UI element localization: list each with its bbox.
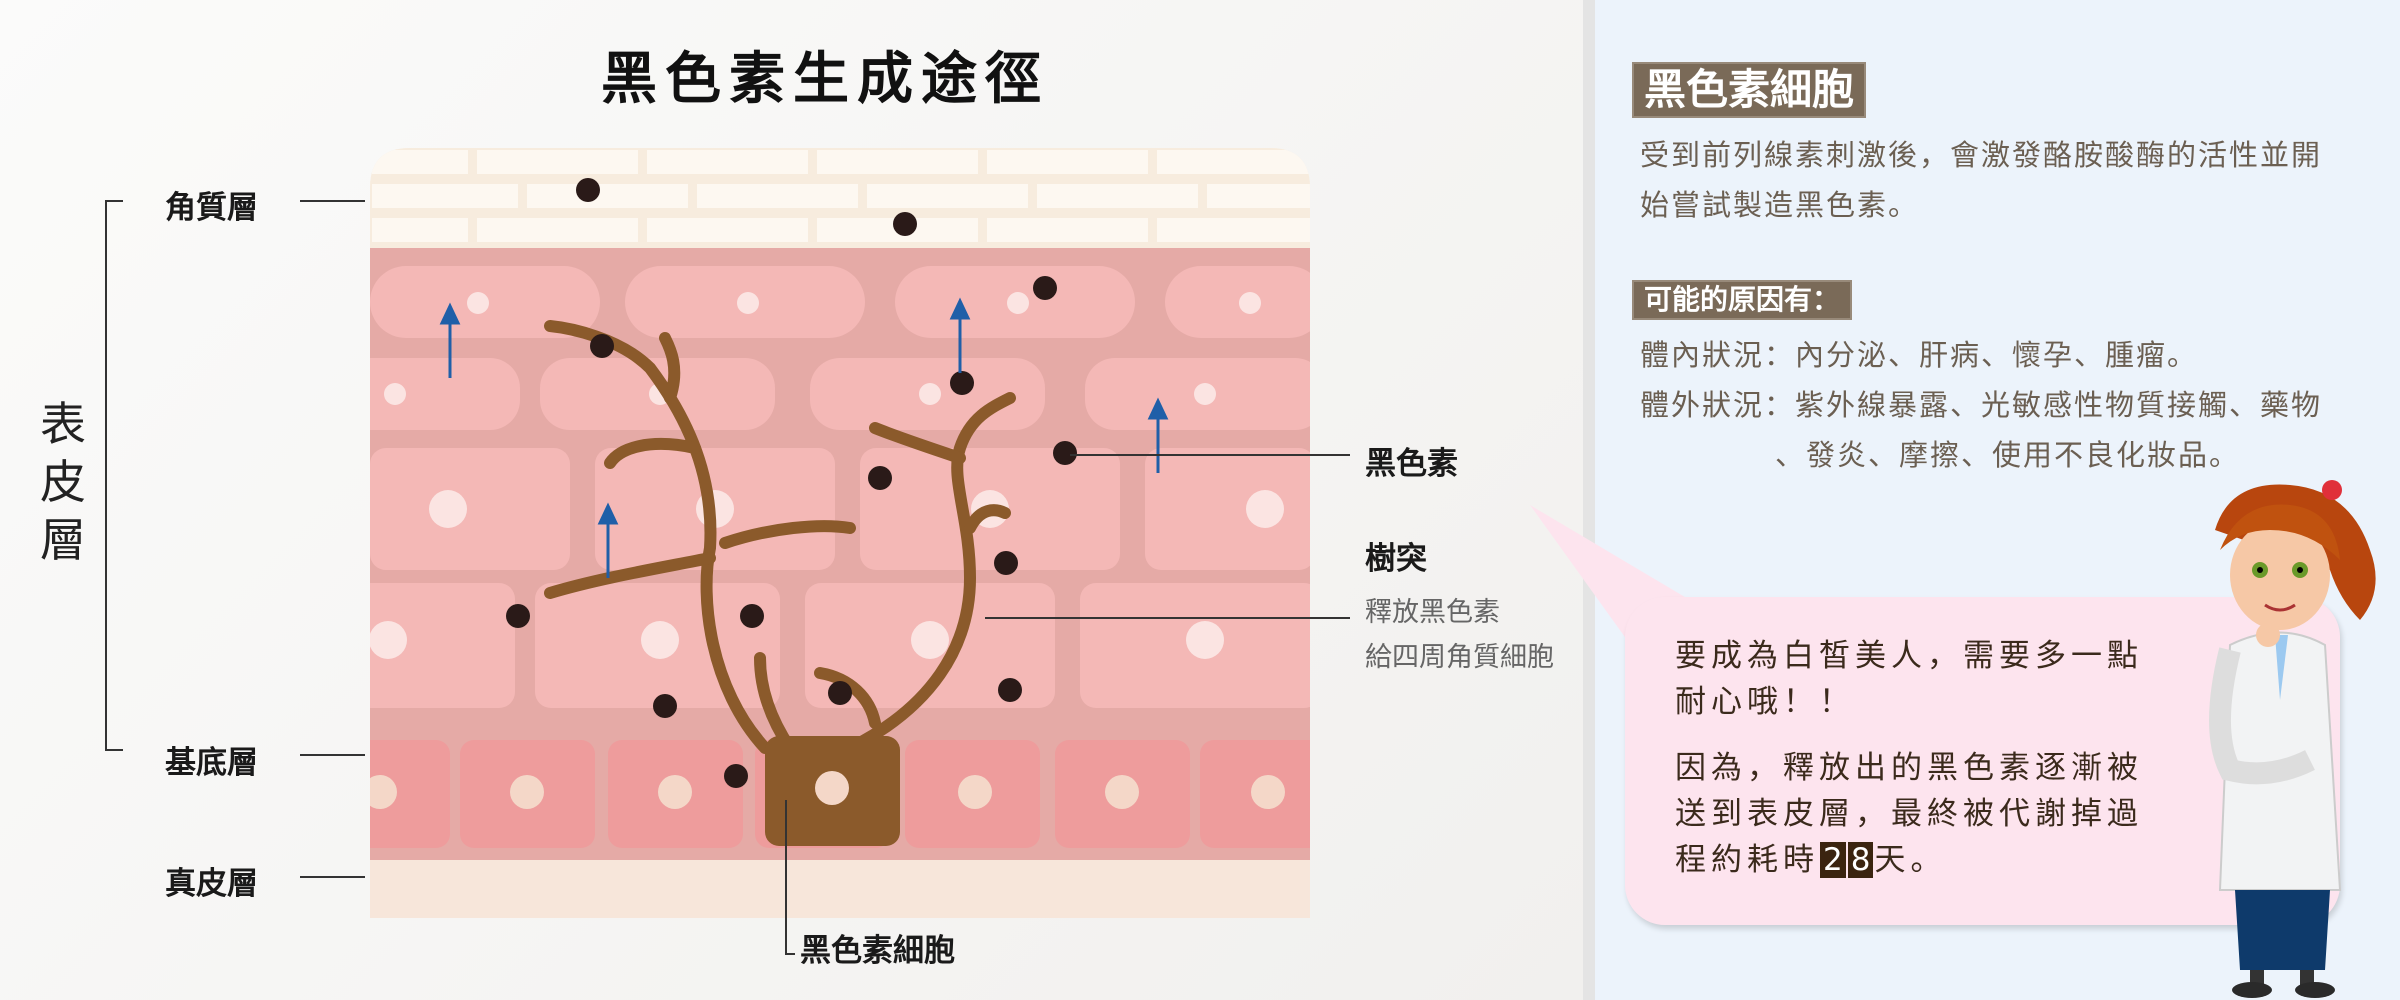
stratum-corneum-label: 角質層	[165, 190, 258, 226]
panel-description-2: 始嘗試製造黑色素。	[1640, 188, 1920, 222]
external-causes-2: 、發炎、摩擦、使用不良化妝品。	[1775, 438, 2241, 472]
skin-cross-section	[370, 148, 1310, 918]
melanin-granules	[506, 178, 1077, 788]
melanocyte-leader-h	[785, 953, 795, 955]
divider	[1583, 0, 1595, 1000]
bubble-line-3: 因為，釋放出的黑色素逐漸被	[1675, 750, 2143, 786]
epidermis-label: 表皮層	[40, 397, 86, 567]
bubble-line-5-suffix: 天。	[1874, 842, 1947, 878]
stratum-corneum-leader	[300, 200, 365, 202]
dendrite-leader	[985, 617, 1350, 619]
upward-arrows	[439, 297, 1169, 578]
panel-heading: 黑色素細胞	[1632, 62, 1867, 118]
bubble-line-4: 送到表皮層，最終被代謝掉過	[1675, 796, 2143, 832]
dendrite-desc-1: 釋放黑色素	[1365, 597, 1500, 628]
days-digit-1: 2	[1820, 842, 1846, 878]
epidermis-bracket	[105, 200, 107, 750]
dermis-leader	[300, 876, 365, 878]
bubble-line-2: 耐心哦！！	[1675, 684, 1855, 720]
melanocyte-label: 黑色素細胞	[800, 933, 955, 969]
causes-heading: 可能的原因有：	[1632, 280, 1853, 320]
days-digit-2: 8	[1847, 842, 1874, 878]
dendrite-label: 樹突	[1365, 541, 1427, 577]
diagram-title: 黑色素生成途徑	[601, 47, 1049, 112]
bracket-bottom	[105, 749, 123, 751]
melanin-label: 黑色素	[1365, 446, 1458, 482]
external-causes-1: 體外狀況：紫外線暴露、光敏感性物質接觸、藥物	[1640, 388, 2323, 422]
bubble-line-1: 要成為白皙美人，需要多一點	[1675, 638, 2143, 674]
melanin-leader	[1070, 454, 1350, 456]
basal-layer-label: 基底層	[165, 745, 258, 781]
panel-description-1: 受到前列線素刺激後，會激發酪胺酸酶的活性並開	[1640, 138, 2323, 172]
dendrite-desc-2: 給四周角質細胞	[1365, 642, 1554, 673]
bracket-top	[105, 200, 123, 202]
bubble-line-5-prefix: 程約耗時	[1675, 842, 1819, 878]
internal-causes: 體內狀況：內分泌、肝病、懷孕、腫瘤。	[1640, 338, 2199, 372]
melanocyte-leader	[785, 800, 787, 955]
basal-layer-leader	[300, 754, 365, 756]
scientist-girl-illustration	[2209, 480, 2376, 998]
dermis-label: 真皮層	[165, 866, 258, 902]
